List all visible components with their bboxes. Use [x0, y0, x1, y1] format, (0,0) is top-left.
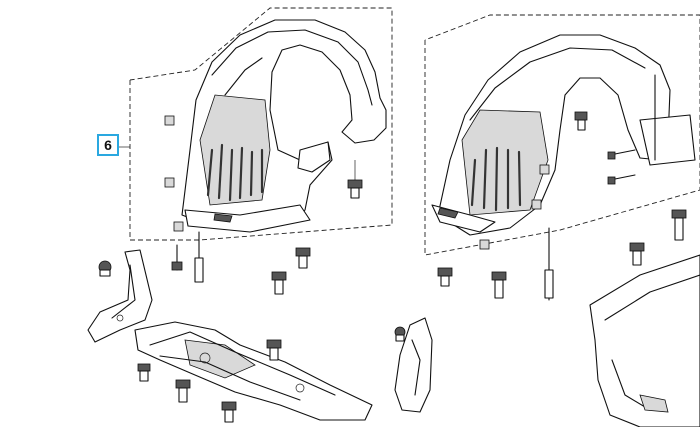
left-fasteners — [98, 160, 363, 295]
part-number-callout[interactable]: 6 — [97, 134, 119, 156]
under-cover — [134, 321, 373, 423]
front-fender — [589, 254, 700, 427]
splash-bracket — [87, 249, 153, 343]
right-fender-liner-group — [424, 14, 700, 256]
center-bracket — [394, 317, 433, 413]
left-fender-liner-group — [119, 7, 393, 241]
right-fasteners — [437, 209, 687, 301]
